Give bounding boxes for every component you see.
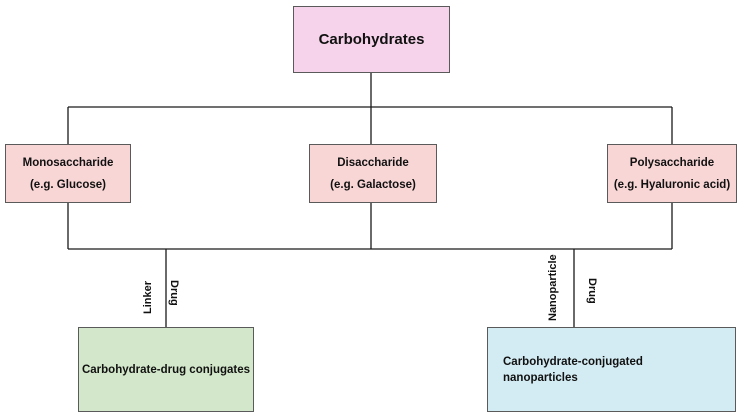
conjugated-nanoparticles-label-line1: Carbohydrate-conjugated <box>503 355 643 368</box>
disaccharide-node: Disaccharide (e.g. Galactose) <box>309 144 437 203</box>
conjugated-nanoparticles-label-line2: nanoparticles <box>503 371 578 384</box>
monosaccharide-node: Monosaccharide (e.g. Glucose) <box>5 144 131 203</box>
monosaccharide-example: (e.g. Glucose) <box>29 178 107 191</box>
linker-label: Linker <box>142 280 154 314</box>
drug-conjugates-label: Carbohydrate-drug conjugates <box>81 363 251 376</box>
disaccharide-example: (e.g. Galactose) <box>330 178 416 191</box>
drug-label-right: Drug <box>586 278 598 304</box>
drug-conjugates-node: Carbohydrate-drug conjugates <box>78 327 254 412</box>
conjugated-nanoparticles-node: Carbohydrate-conjugated nanoparticles <box>487 327 736 412</box>
drug-label-left: Drug <box>168 280 180 306</box>
monosaccharide-label: Monosaccharide <box>22 156 114 169</box>
carbohydrates-label: Carbohydrates <box>318 31 425 48</box>
nanoparticle-label: Nanoparticle <box>547 254 559 321</box>
polysaccharide-example: (e.g. Hyaluronic acid) <box>613 178 731 191</box>
carbohydrates-node: Carbohydrates <box>293 6 450 73</box>
polysaccharide-label: Polysaccharide <box>629 156 715 169</box>
disaccharide-label: Disaccharide <box>337 156 409 169</box>
polysaccharide-node: Polysaccharide (e.g. Hyaluronic acid) <box>607 144 737 203</box>
